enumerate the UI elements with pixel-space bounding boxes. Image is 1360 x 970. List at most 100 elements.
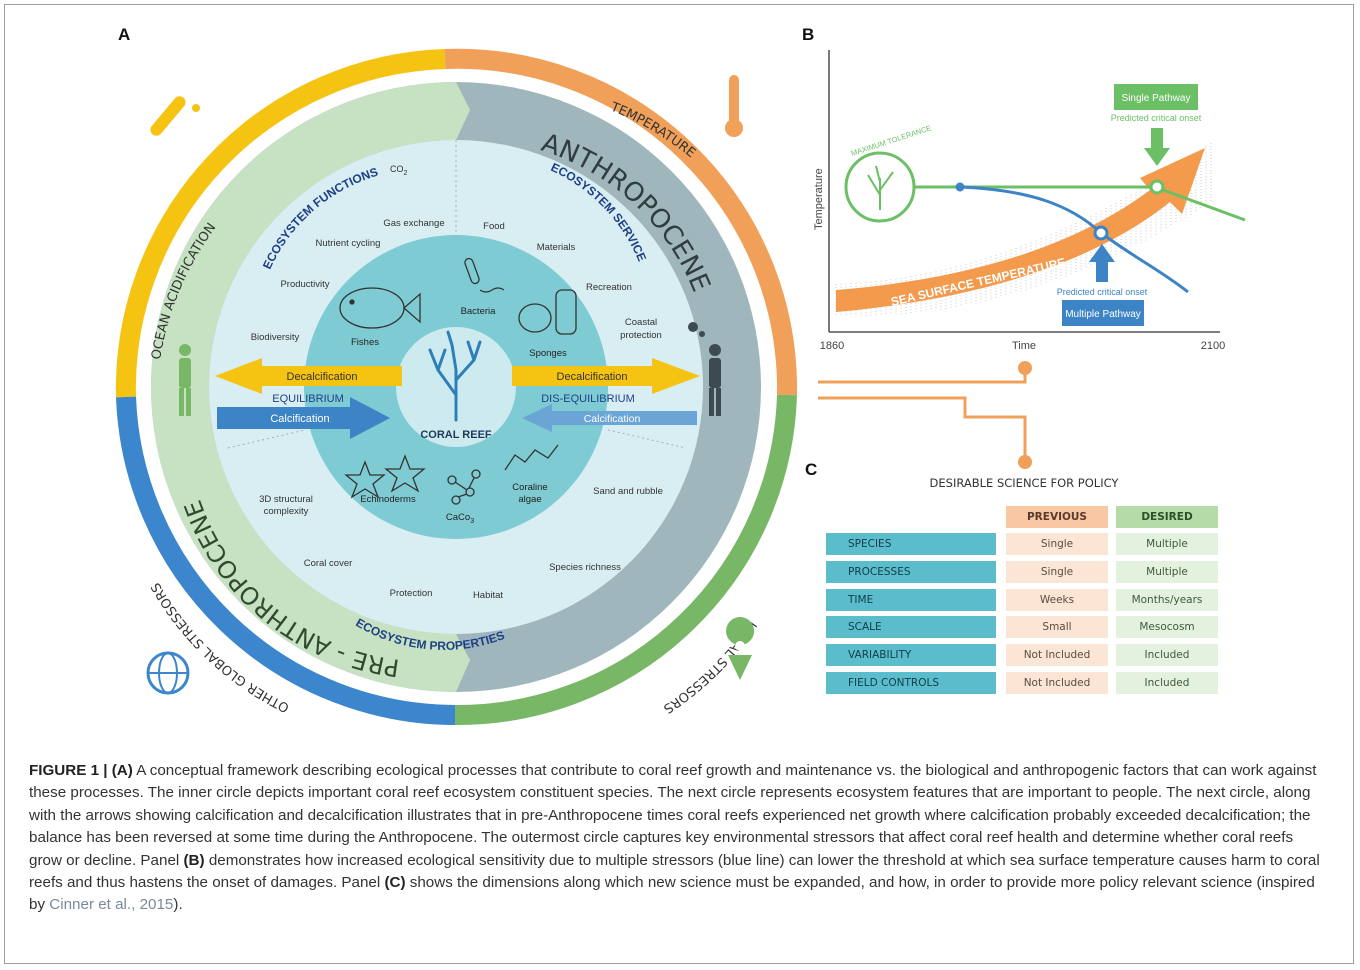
panel-c-label: C bbox=[805, 460, 817, 479]
human-figure-right bbox=[709, 344, 721, 416]
item-recreation: Recreation bbox=[586, 282, 632, 293]
single-onset-point bbox=[1149, 179, 1165, 195]
row-previous: Not Included bbox=[1006, 672, 1108, 694]
item-coral-cover: Coral cover bbox=[304, 558, 353, 569]
item-algae: algae bbox=[518, 494, 541, 505]
ecosystem-item-labels: Gas exchange Nutrient cycling Productivi… bbox=[251, 218, 663, 601]
caption-citation-link[interactable]: Cinner et al., 2015 bbox=[49, 896, 174, 914]
row-previous: Small bbox=[1006, 616, 1108, 638]
caption-text-3: shows the dimensions along which new sci… bbox=[29, 874, 1315, 914]
row-label: FIELD CONTROLS bbox=[826, 672, 996, 694]
species-item-labels: Fishes Bacteria Sponges Echinoderms CaCo… bbox=[351, 306, 567, 525]
label-co2: CO2 bbox=[390, 164, 408, 177]
arrow-decalcification-right: Decalcification bbox=[512, 358, 700, 394]
multiple-onset-arrow bbox=[1089, 244, 1115, 282]
arrow-decalcification-left-label: Decalcification bbox=[287, 371, 358, 383]
table-row: TIME Weeks Months/years bbox=[826, 589, 1226, 611]
panel-connector bbox=[818, 368, 1027, 460]
table-row: SCALE Small Mesocosm bbox=[826, 616, 1226, 638]
row-label: SCALE bbox=[826, 616, 996, 638]
header-previous: PREVIOUS bbox=[1006, 506, 1108, 528]
item-materials: Materials bbox=[537, 242, 576, 253]
coraline-algae-icon bbox=[504, 444, 559, 471]
multiple-pathway-label: Multiple Pathway bbox=[1065, 309, 1141, 320]
row-label: SPECIES bbox=[826, 533, 996, 555]
row-previous: Weeks bbox=[1006, 589, 1108, 611]
caption-text-4: ). bbox=[173, 896, 183, 914]
sponge-icon bbox=[518, 289, 577, 335]
item-protection-coastal: protection bbox=[620, 330, 662, 341]
fish-icon bbox=[339, 287, 421, 329]
chart-b: Temperature Time 1860 2100 SEA SURFACE T… bbox=[813, 50, 1246, 352]
multiple-onset-point bbox=[1093, 225, 1109, 241]
table-row: SPECIES Single Multiple bbox=[826, 533, 1226, 555]
item-fishes: Fishes bbox=[351, 337, 379, 348]
panel-a-label: A bbox=[118, 25, 130, 44]
header-desired: DESIRED bbox=[1116, 506, 1218, 528]
connector-dot-bottom bbox=[1018, 455, 1032, 469]
multiple-pathway-box bbox=[1062, 300, 1144, 326]
caption-label: FIGURE 1 | bbox=[29, 762, 108, 779]
row-desired: Included bbox=[1116, 644, 1218, 666]
caption-text-2: demonstrates how increased ecological se… bbox=[29, 851, 1320, 892]
human-figure-left bbox=[179, 344, 191, 416]
item-sponges: Sponges bbox=[529, 348, 567, 359]
caption-c: (C) bbox=[384, 874, 406, 892]
item-caco3: CaCo3 bbox=[446, 512, 474, 525]
ring-local-stressors bbox=[454, 394, 797, 726]
item-bacteria: Bacteria bbox=[461, 306, 497, 317]
arrow-calcification-left: Calcification bbox=[217, 397, 390, 439]
caption-text-1: A conceptual framework describing ecolog… bbox=[29, 762, 1317, 869]
single-pathway-box bbox=[1114, 84, 1198, 110]
item-echinoderms: Echinoderms bbox=[360, 494, 416, 505]
starfish-icon bbox=[344, 454, 426, 499]
era-ring-pre-anthropocene bbox=[151, 82, 470, 692]
row-previous: Single bbox=[1006, 533, 1108, 555]
ring-temperature bbox=[444, 48, 798, 396]
test-tube-icon bbox=[150, 96, 200, 136]
item-biodiversity: Biodiversity bbox=[251, 332, 300, 343]
table-row: VARIABILITY Not Included Included bbox=[826, 644, 1226, 666]
row-label: TIME bbox=[826, 589, 996, 611]
row-desired: Mesocosm bbox=[1116, 616, 1218, 638]
outer-stressor-ring bbox=[115, 48, 798, 726]
chart-b-ylabel: Temperature bbox=[813, 168, 825, 230]
bacteria-icon bbox=[464, 257, 505, 293]
ring-other-global-stressors bbox=[116, 396, 456, 725]
item-species-richness: Species richness bbox=[549, 562, 621, 573]
row-previous: Single bbox=[1006, 561, 1108, 583]
table-row: FIELD CONTROLS Not Included Included bbox=[826, 672, 1226, 694]
single-onset-arrow bbox=[1144, 128, 1170, 166]
row-desired: Multiple bbox=[1116, 533, 1218, 555]
label-disequilibrium: DIS-EQUILIBRIUM bbox=[541, 393, 635, 405]
chart-b-xlabel: Time bbox=[1012, 340, 1036, 352]
ring-ocean-acidification bbox=[115, 49, 446, 398]
location-pin-icon bbox=[726, 617, 755, 680]
row-label: VARIABILITY bbox=[826, 644, 996, 666]
item-protection: Protection bbox=[390, 588, 433, 599]
row-desired: Months/years bbox=[1116, 589, 1218, 611]
max-tolerance-label: MAXIMUM TOLERANCE bbox=[850, 123, 933, 157]
figure-caption: FIGURE 1 | (A) A conceptual framework de… bbox=[29, 760, 1329, 917]
thermometer-icon bbox=[725, 75, 743, 137]
coral-icon bbox=[428, 330, 482, 422]
gear-icon bbox=[688, 322, 705, 337]
predicted-onset-bottom: Predicted critical onset bbox=[1057, 287, 1148, 297]
arrow-decalcification-left: Decalcification bbox=[215, 358, 402, 394]
caption-b: (B) bbox=[183, 851, 205, 869]
sst-arrow bbox=[836, 148, 1205, 312]
arrow-calcification-right: Calcification bbox=[522, 404, 697, 432]
globe-icon bbox=[146, 651, 190, 695]
item-gas-exchange: Gas exchange bbox=[383, 218, 444, 229]
item-food: Food bbox=[483, 221, 505, 232]
table-c-title: DESIRABLE SCIENCE FOR POLICY bbox=[930, 476, 1120, 490]
center-label: CORAL REEF bbox=[420, 429, 492, 441]
item-coastal: Coastal bbox=[625, 317, 657, 328]
item-3d-structural: 3D structural bbox=[259, 494, 313, 505]
coral-icon-small bbox=[867, 165, 894, 210]
table-row: PROCESSES Single Multiple bbox=[826, 561, 1226, 583]
row-desired: Multiple bbox=[1116, 561, 1218, 583]
arrow-calcification-left-label: Calcification bbox=[270, 413, 329, 425]
table-header-row: PREVIOUS DESIRED bbox=[826, 506, 1226, 528]
